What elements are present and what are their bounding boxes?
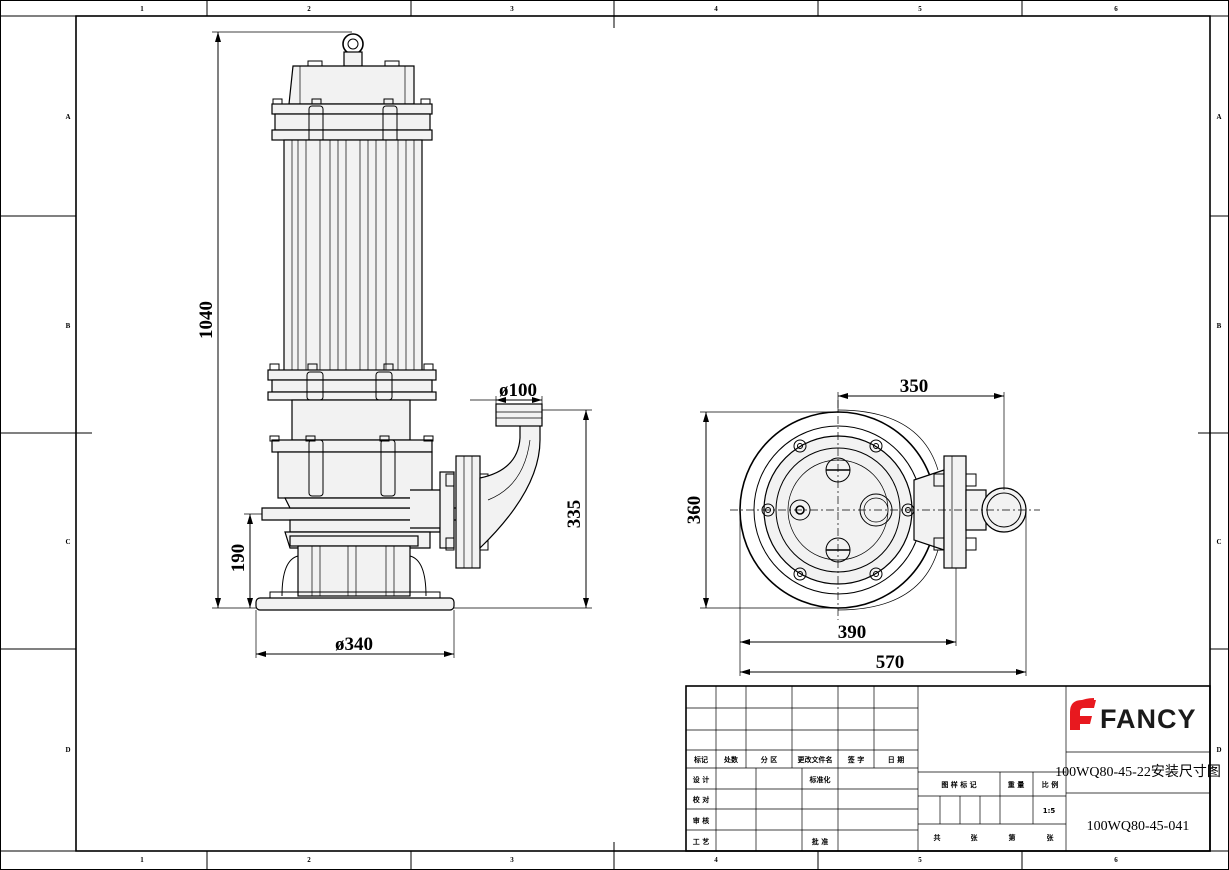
dim-plan-outlet-offset <box>837 392 1005 490</box>
dim-base-height-label: 190 <box>228 544 249 573</box>
pump-front-view <box>255 33 543 611</box>
sheet-number-label: 第 <box>1009 833 1016 842</box>
dim-plan-depth-label: 360 <box>684 496 705 525</box>
zone-col-3-bottom: 3 <box>510 856 514 864</box>
dim-total-height-label: 1040 <box>196 301 217 339</box>
volute-casing <box>271 439 433 453</box>
zone-col-6-bottom: 6 <box>1114 856 1118 864</box>
zone-row-c-right: C <box>1216 538 1221 546</box>
zone-row-c-left: C <box>65 538 70 546</box>
dim-base-diameter-label: ø340 <box>335 634 373 655</box>
sheet-total-unit: 张 <box>971 833 979 842</box>
sign-row-check: 校 对 <box>693 795 709 804</box>
drawing-frame <box>75 15 1211 852</box>
dim-plan-width-inner <box>739 510 957 676</box>
zone-row-b-left: B <box>66 322 71 330</box>
title-block: 标记 处数 分 区 更改文件名 签 字 日 期 设 计 校 对 审 核 工 艺 … <box>685 685 1221 852</box>
zone-col-4-top: 4 <box>714 5 718 13</box>
zone-col-2-bottom: 2 <box>307 856 311 864</box>
stage-header-scale: 比 例 <box>1042 780 1058 789</box>
dim-plan-width-inner-label: 390 <box>838 622 867 643</box>
dim-base-diameter <box>255 610 455 658</box>
dim-outlet-diameter-label: ø100 <box>499 380 537 401</box>
dim-outlet-diameter <box>470 396 543 406</box>
outlet-flange <box>455 455 481 569</box>
zone-row-d-left: D <box>65 746 70 754</box>
zone-row-d-right: D <box>1216 746 1221 754</box>
rev-header-count: 处数 <box>723 755 739 764</box>
zone-col-1-bottom: 1 <box>140 856 144 864</box>
dim-total-height <box>212 31 352 609</box>
zone-col-5-top: 5 <box>918 5 922 13</box>
pump-stand <box>297 545 411 597</box>
zone-col-6-top: 6 <box>1114 5 1118 13</box>
motor-top-cap <box>288 65 415 105</box>
dim-base-height <box>244 513 262 608</box>
zone-col-4-bottom: 4 <box>714 856 718 864</box>
dim-plan-width-total-label: 570 <box>876 652 905 673</box>
zone-col-2-top: 2 <box>307 5 311 13</box>
zone-col-5-bottom: 5 <box>918 856 922 864</box>
rev-header-mark: 标记 <box>693 755 708 764</box>
upper-flange <box>271 103 433 115</box>
zone-row-a-right: A <box>1216 113 1221 121</box>
dim-plan-width-total <box>740 512 1027 676</box>
lower-flange <box>267 369 437 381</box>
plan-outlet-flange <box>943 455 967 569</box>
fancy-logo-icon <box>1070 698 1096 730</box>
lifting-eye <box>342 33 364 55</box>
sheet-total-label: 共 <box>934 833 941 842</box>
drawing-number: 100WQ80-45-041 <box>1087 819 1190 834</box>
pump-plan-view <box>730 400 1040 620</box>
sheet-number-unit: 张 <box>1047 833 1055 842</box>
zone-row-a-left: A <box>65 113 70 121</box>
approval-label: 批 准 <box>812 837 828 846</box>
sign-row-review: 审 核 <box>693 816 709 825</box>
motor-body <box>283 139 423 373</box>
dim-outlet-height <box>454 409 592 609</box>
pump-neck <box>291 399 411 441</box>
rev-header-sign: 签 字 <box>847 755 864 764</box>
scale-value: 1:5 <box>1043 807 1056 815</box>
brand-name: FANCY <box>1100 704 1197 734</box>
dim-plan-depth <box>700 411 838 609</box>
stage-header-marking: 图 样 标 记 <box>941 780 976 789</box>
dim-plan-outlet-offset-label: 350 <box>900 376 929 397</box>
sign-row-process: 工 艺 <box>693 837 709 846</box>
zone-row-b-right: B <box>1217 322 1222 330</box>
standardization-label: 标准化 <box>809 775 831 784</box>
drawing-title: 100WQ80-45-22安装尺寸图 <box>1055 764 1221 780</box>
zone-col-1-top: 1 <box>140 5 144 13</box>
rev-header-zone: 分 区 <box>761 755 777 764</box>
sign-row-design: 设 计 <box>693 775 709 784</box>
rev-header-file: 更改文件名 <box>798 755 833 764</box>
stage-header-weight: 重 量 <box>1008 780 1024 789</box>
rev-header-date: 日 期 <box>888 755 904 764</box>
dim-outlet-height-label: 335 <box>564 500 585 529</box>
zone-col-3-top: 3 <box>510 5 514 13</box>
base-plate <box>255 597 455 611</box>
outlet-pipe-end <box>495 403 543 427</box>
